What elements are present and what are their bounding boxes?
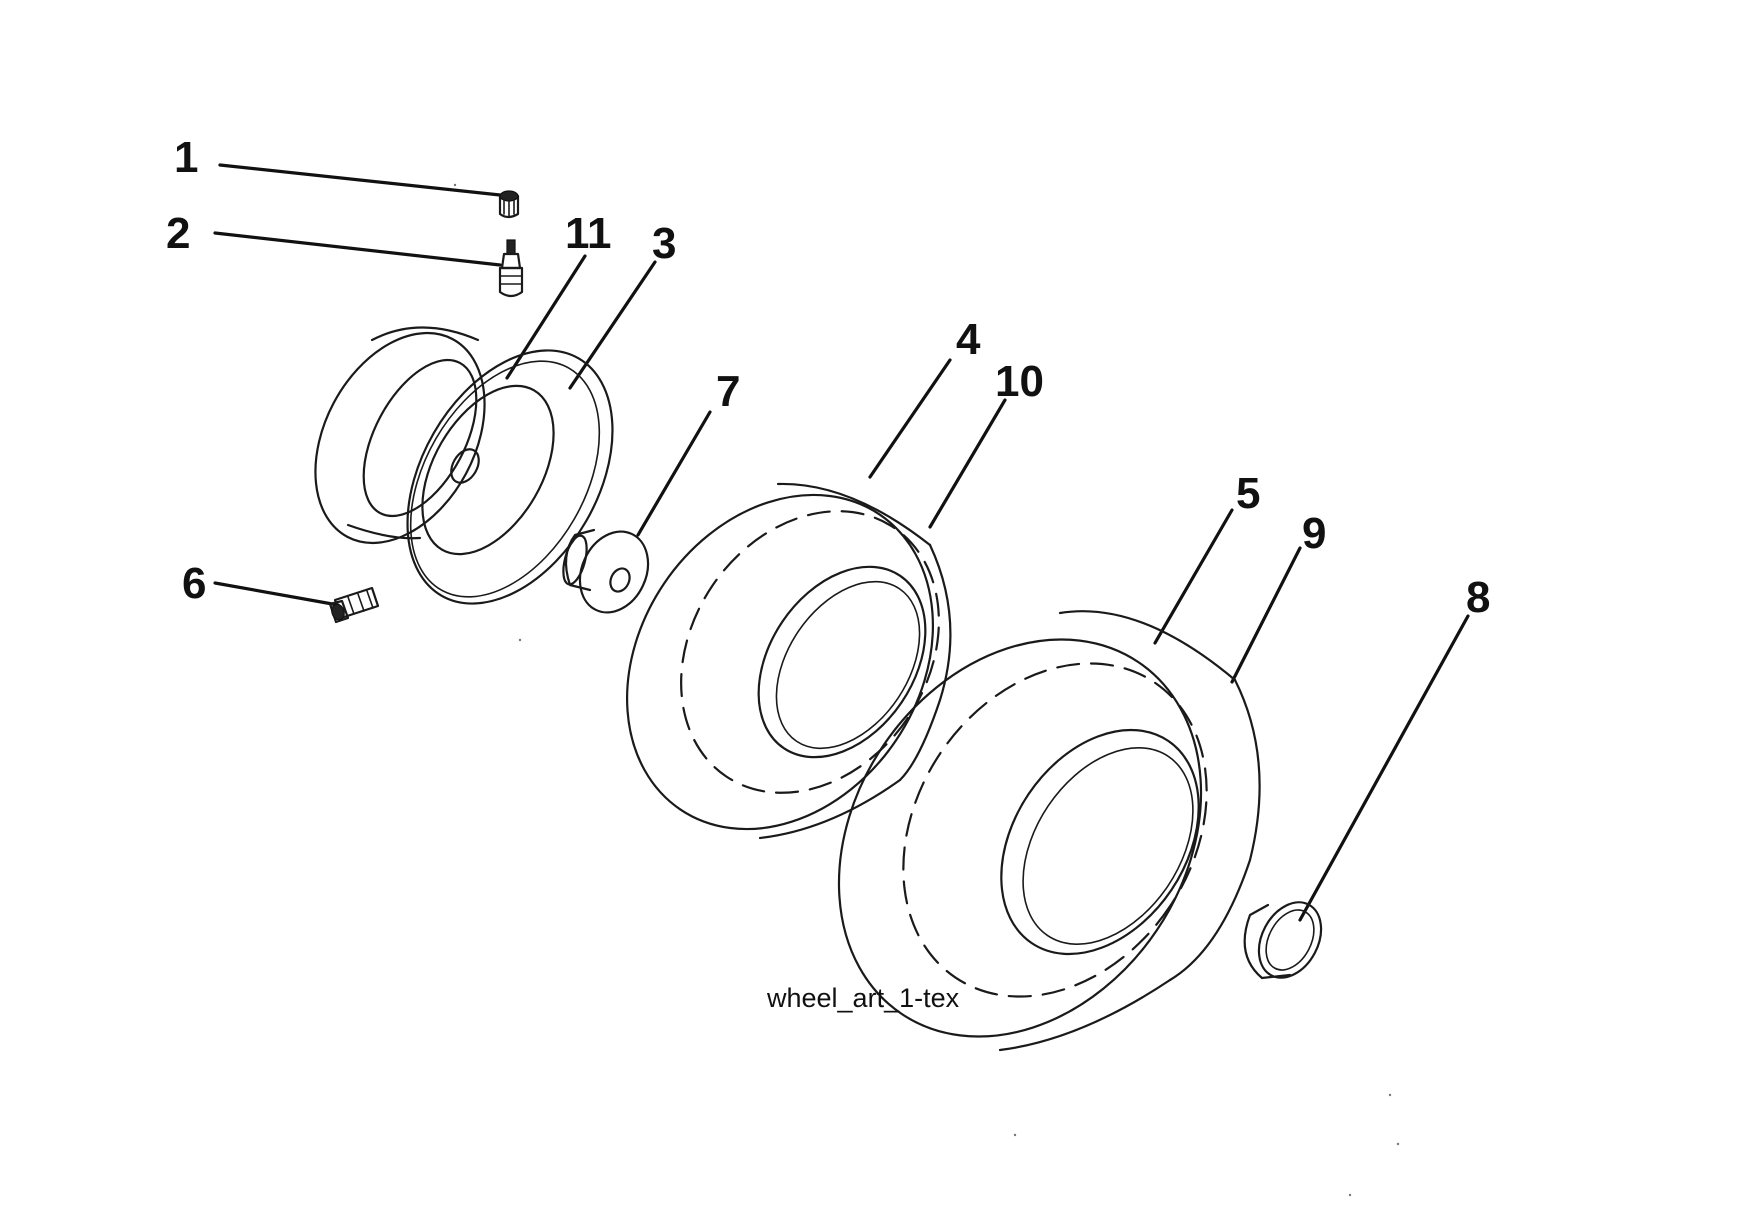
flange-bushing-part (562, 528, 650, 614)
leader-10 (928, 398, 1007, 529)
leader-7 (636, 410, 712, 537)
callout-2: 2 (166, 209, 190, 258)
leader-3 (568, 260, 657, 390)
leader-2 (213, 231, 502, 267)
callout-labels: 1 2 11 3 7 4 10 5 9 8 6 (166, 133, 1490, 622)
callout-7: 7 (716, 367, 740, 416)
callout-3: 3 (652, 219, 676, 268)
callout-8: 8 (1466, 573, 1490, 622)
callout-1: 1 (174, 133, 198, 182)
leader-6 (213, 581, 340, 607)
leader-8 (1298, 614, 1470, 922)
bolt-part (328, 586, 380, 624)
leader-lines (213, 163, 1470, 922)
leader-9 (1230, 546, 1302, 684)
scan-specks (453, 183, 1400, 1197)
callout-6: 6 (182, 559, 206, 608)
sleeve-part (1243, 901, 1323, 980)
callout-4: 4 (956, 315, 981, 364)
front-tire-part (625, 482, 952, 840)
rear-tire-part (837, 610, 1261, 1052)
callout-11: 11 (565, 209, 612, 258)
leader-1 (218, 163, 502, 197)
callout-10: 10 (995, 357, 1044, 406)
diagram-caption: wheel_art_1-tex (766, 983, 960, 1013)
rim-part (314, 326, 614, 605)
leader-4 (868, 358, 952, 479)
valve-cap-part (498, 190, 520, 219)
leader-5 (1153, 508, 1234, 645)
callout-5: 5 (1236, 469, 1260, 518)
callout-9: 9 (1302, 509, 1326, 558)
leader-11 (505, 254, 587, 380)
valve-stem-part (498, 239, 524, 298)
